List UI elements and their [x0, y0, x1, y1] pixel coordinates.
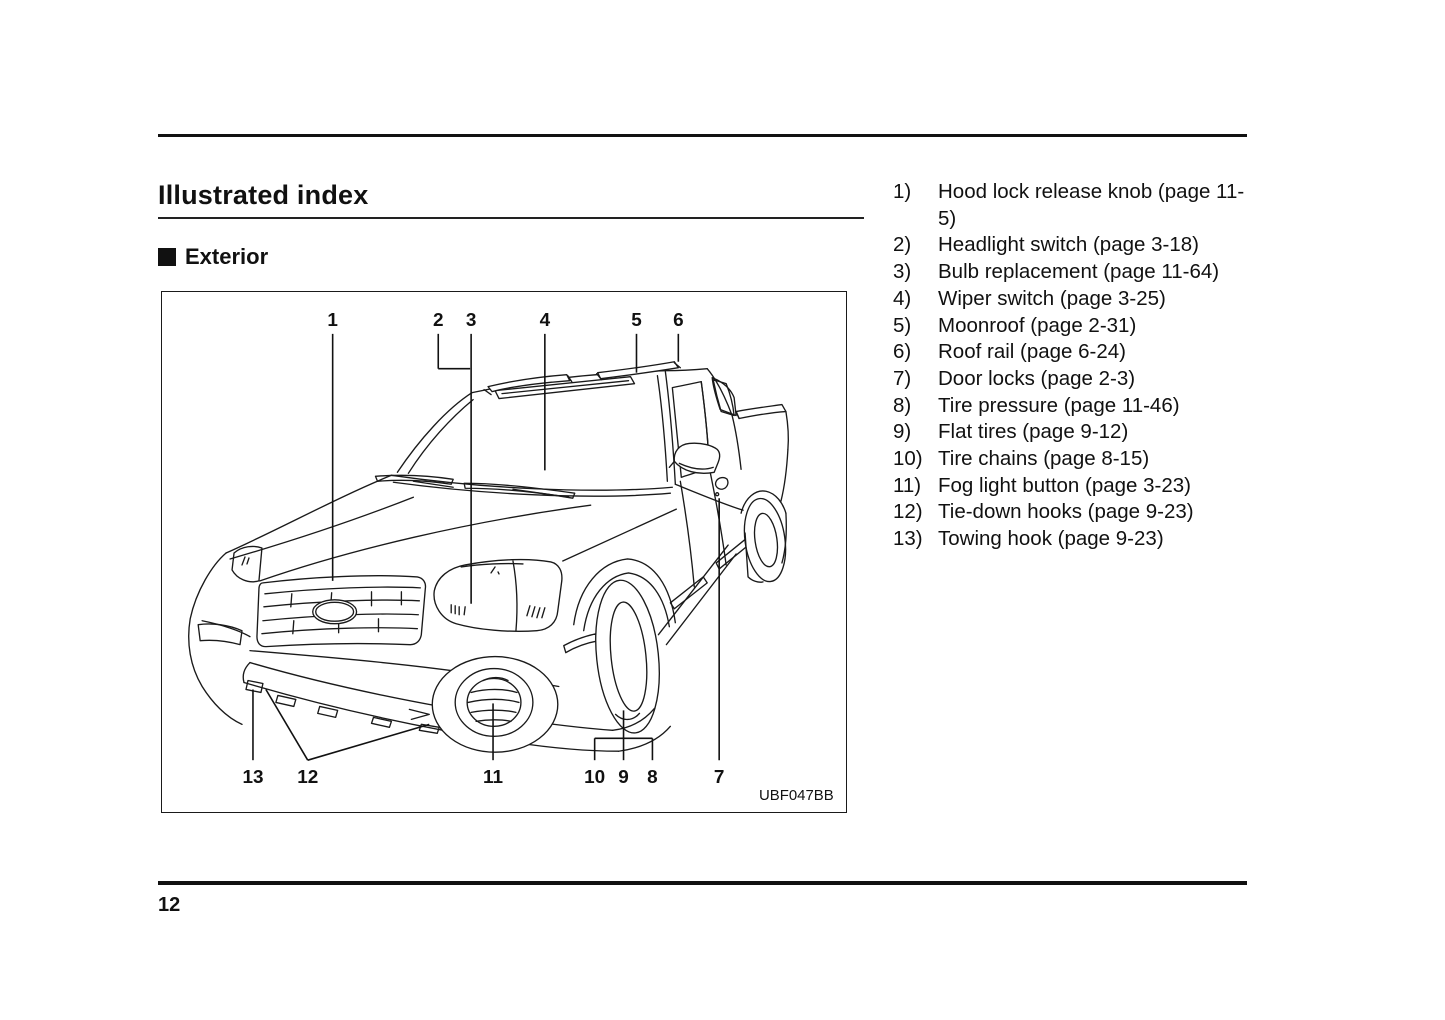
index-item: 4) Wiper switch (page 3-25) — [893, 286, 1249, 313]
index-item-number: 2) — [893, 233, 912, 257]
callout-number: 6 — [673, 310, 684, 331]
bottom-rule — [158, 881, 1247, 885]
leader-line — [307, 723, 430, 761]
section-heading: Exterior — [158, 246, 268, 268]
index-item-text: Roof rail (page 6-24) — [938, 340, 1127, 364]
callout-number: 5 — [631, 310, 642, 331]
index-item-text: Tire chains (page 8-15) — [938, 447, 1150, 471]
callout-number: 1 — [327, 310, 338, 331]
top-rule — [158, 134, 1247, 137]
index-item-text: Fog light button (page 3-23) — [938, 473, 1191, 497]
index-item-number: 8) — [893, 393, 912, 417]
index-item: 8) Tire pressure (page 11-46) — [893, 393, 1249, 420]
section-marker-square — [158, 248, 176, 266]
index-item-number: 13) — [893, 527, 923, 551]
callout-number: 4 — [540, 310, 551, 331]
index-item: 10) Tire chains (page 8-15) — [893, 446, 1249, 473]
index-item: 2) Headlight switch (page 3-18) — [893, 232, 1249, 259]
index-item-text: Wiper switch (page 3-25) — [938, 286, 1166, 310]
car-line-art — [188, 361, 789, 753]
index-item-number: 9) — [893, 420, 912, 444]
index-item: 6) Roof rail (page 6-24) — [893, 339, 1249, 366]
illustrated-index-list: 1) Hood lock release knob (page 11-5) 2) He… — [893, 179, 1249, 553]
index-item-number: 7) — [893, 366, 912, 390]
page-title: Illustrated index — [158, 180, 369, 210]
index-item: 5) Moonroof (page 2-31) — [893, 313, 1249, 340]
index-item-number: 3) — [893, 260, 912, 284]
callout-number: 11 — [483, 767, 503, 788]
index-item-number: 10) — [893, 447, 923, 471]
callout-number: 9 — [618, 767, 629, 788]
index-item-number: 12) — [893, 500, 923, 524]
index-item: 7) Door locks (page 2-3) — [893, 366, 1249, 393]
index-item-number: 1) — [893, 180, 912, 203]
callout-number: 10 — [584, 767, 605, 788]
title-underline — [158, 217, 864, 219]
index-item: 1) Hood lock release knob (page 11-5) — [893, 179, 1249, 232]
index-item-text: Towing hook (page 9-23) — [938, 527, 1164, 551]
index-item-text: Tie-down hooks (page 9-23) — [938, 500, 1194, 524]
index-item: 11) Fog light button (page 3-23) — [893, 473, 1249, 500]
index-item: 13) Towing hook (page 9-23) — [893, 526, 1249, 553]
figure-code: UBF047BB — [759, 787, 834, 804]
index-item-text: Door locks (page 2-3) — [938, 366, 1136, 390]
index-item-number: 11) — [893, 473, 922, 497]
index-item-text: Bulb replacement (page 11-64) — [938, 260, 1220, 284]
index-item-number: 5) — [893, 313, 912, 337]
index-item-text: Tire pressure (page 11-46) — [938, 393, 1180, 417]
index-item-text: Headlight switch (page 3-18) — [938, 233, 1199, 257]
index-item: 12) Tie-down hooks (page 9-23) — [893, 499, 1249, 526]
index-item-text: Flat tires (page 9-12) — [938, 420, 1129, 444]
callout-number: 8 — [647, 767, 658, 788]
index-item-number: 6) — [893, 340, 912, 364]
leader-line — [265, 689, 309, 761]
callout-number: 7 — [714, 767, 725, 788]
callout-number: 13 — [242, 767, 263, 788]
index-item-number: 4) — [893, 286, 912, 310]
index-item-text: Hood lock release knob (page 11-5) — [938, 180, 1245, 230]
index-item-text: Moonroof (page 2-31) — [938, 313, 1137, 337]
page-number: 12 — [158, 894, 181, 916]
section-label: Exterior — [185, 244, 269, 269]
callout-number: 3 — [466, 310, 477, 331]
index-item: 9) Flat tires (page 9-12) — [893, 419, 1249, 446]
callout-number: 12 — [297, 767, 318, 788]
index-item: 3) Bulb replacement (page 11-64) — [893, 259, 1249, 286]
callout-number: 2 — [433, 310, 444, 331]
